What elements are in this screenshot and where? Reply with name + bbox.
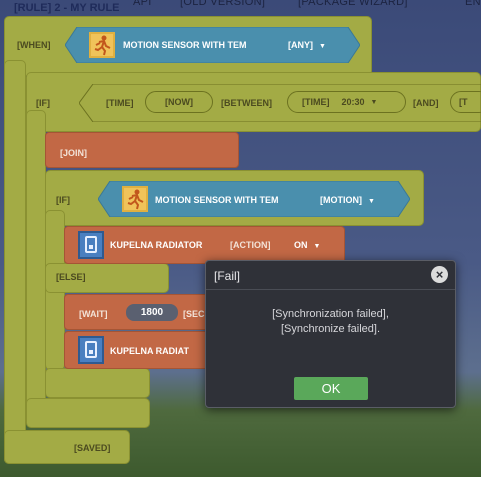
now-pill[interactable]: [NOW] <box>145 91 213 113</box>
rule-title: [RULE] 2 - MY RULE <box>14 2 120 14</box>
rule-block-footer <box>4 430 130 464</box>
dialog-header: [Fail] × <box>206 261 455 290</box>
dialog-message: [Synchronization failed], [Synchronize f… <box>206 307 455 337</box>
top-nav: API [OLD VERSION] [PACKAGE WIZARD] EN <box>0 0 481 12</box>
if2-label: [IF] <box>56 195 70 205</box>
time-start-pill[interactable]: [TIME]20:30▼ <box>287 91 406 113</box>
when-device-name: MOTION SENSOR WITH TEM <box>123 40 247 50</box>
when-label: [WHEN] <box>17 40 51 50</box>
if2-value[interactable]: [MOTION]▼ <box>320 195 375 205</box>
else-label: [ELSE] <box>56 272 86 282</box>
dialog-title: [Fail] <box>214 269 241 283</box>
action1-value[interactable]: ON▼ <box>294 240 321 250</box>
nav-package-wizard[interactable]: [PACKAGE WIZARD] <box>298 0 408 8</box>
when-device-block[interactable] <box>65 27 360 63</box>
nav-api[interactable]: API <box>133 0 152 8</box>
dialog-message-line1: [Synchronization failed], <box>272 308 389 320</box>
fail-dialog: [Fail] × [Synchronization failed], [Sync… <box>205 260 456 408</box>
wait-unit: [SEC <box>183 309 205 319</box>
join-block[interactable] <box>45 132 239 168</box>
close-icon[interactable]: × <box>431 266 448 283</box>
between-label: [BETWEEN] <box>221 98 272 108</box>
if-time-footer <box>26 398 150 428</box>
radiator-device-icon <box>78 231 104 259</box>
when-value[interactable]: [ANY]▼ <box>288 40 326 50</box>
and-label: [AND] <box>413 98 439 108</box>
action1-device: KUPELNA RADIATOR <box>110 240 203 250</box>
rule-block-spine <box>4 60 26 464</box>
action1-action-label: [ACTION] <box>230 240 271 250</box>
motion-condition-block[interactable] <box>98 181 410 217</box>
ok-button[interactable]: OK <box>294 377 368 400</box>
if2-device-name: MOTION SENSOR WITH TEM <box>155 195 279 205</box>
time-label: [TIME] <box>106 98 134 108</box>
motion-sensor-icon <box>89 32 115 58</box>
radiator-device-icon-2 <box>78 336 104 364</box>
saved-status: [SAVED] <box>74 443 111 453</box>
action-block-1[interactable] <box>64 226 345 264</box>
if-label: [IF] <box>36 98 50 108</box>
wait-label: [WAIT] <box>79 309 108 319</box>
dialog-message-line2: [Synchronize failed]. <box>280 323 381 335</box>
nav-old-version[interactable]: [OLD VERSION] <box>180 0 266 8</box>
motion-sensor-icon-2 <box>122 186 148 212</box>
if-time-spine <box>26 110 46 426</box>
wait-seconds-input[interactable]: 1800 <box>126 304 178 321</box>
action2-device: KUPELNA RADIAT <box>110 346 189 356</box>
nav-language[interactable]: EN <box>465 0 481 8</box>
time-end-pill[interactable]: [T <box>450 91 481 113</box>
join-label: [JOIN] <box>60 148 87 158</box>
if-motion-footer <box>45 368 150 398</box>
